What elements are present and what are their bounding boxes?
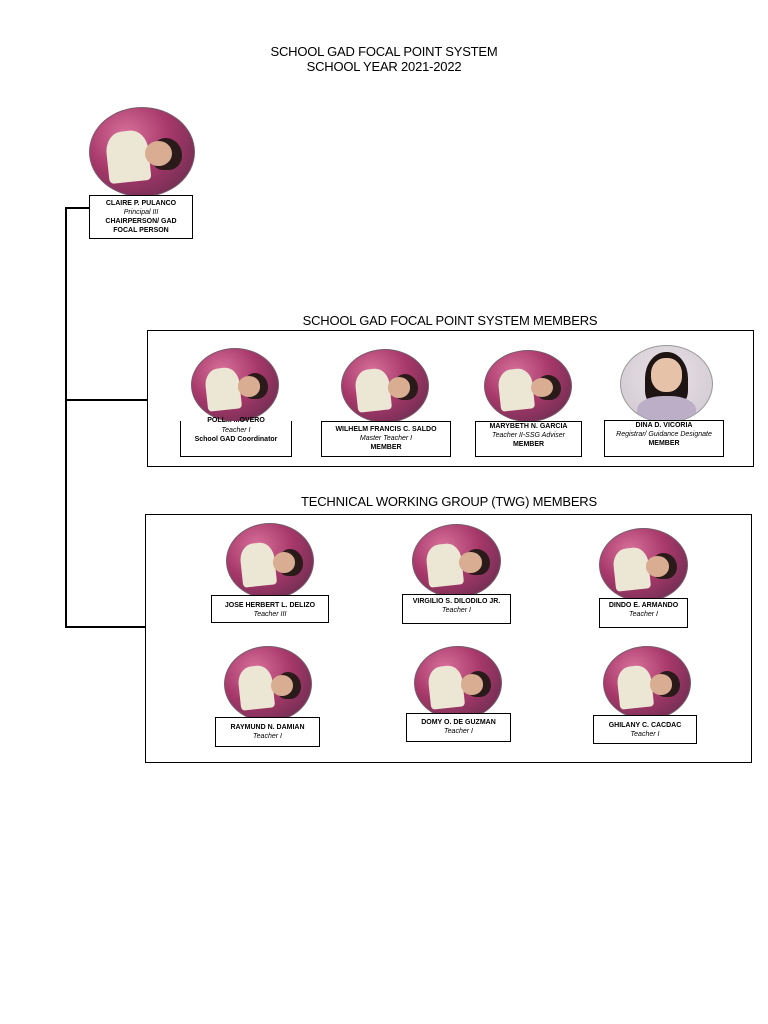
member-card-3: MARYBETH N. GARCIA Teacher II-SSG Advise… [475,421,582,457]
member-1-name: POLL... ...OVERO [207,417,265,424]
twg-frame [145,514,752,763]
member-photo-2 [341,349,429,423]
head-role-line1: CHAIRPERSON/ GAD [105,218,177,225]
head-name: CLAIRE P. PULANCO [105,200,177,207]
connector-vertical [65,207,67,628]
chart-title-line1: SCHOOL GAD FOCAL POINT SYSTEM [270,44,498,59]
twg-5-position: Teacher I [444,728,473,735]
twg-card-1: JOSE HERBERT L. DELIZO Teacher III [211,595,329,623]
twg-card-2: VIRGILIO S. DILODILO JR. Teacher I [402,594,511,624]
twg-4-position: Teacher I [253,733,282,740]
member-3-position: Teacher II-SSG Adviser [491,432,565,439]
member-photo-4 [620,345,713,423]
twg-3-name: DINDO E. ARMANDO [608,602,679,609]
twg-6-name: GHILANY C. CACDAC [608,722,682,729]
member-2-role: MEMBER [370,444,402,451]
twg-photo-5 [414,646,502,720]
twg-3-position: Teacher I [629,611,658,618]
member-photo-3 [484,350,572,422]
member-2-position: Master Teacher I [359,435,413,442]
twg-1-name: JOSE HERBERT L. DELIZO [224,602,316,609]
chart-title-line2: SCHOOL YEAR 2021-2022 [306,59,462,74]
head-role-line2: FOCAL PERSON [113,227,169,234]
twg-card-5: DOMY O. DE GUZMAN Teacher I [406,713,511,742]
twg-card-3: DINDO E. ARMANDO Teacher I [599,598,688,628]
member-card-2: WILHELM FRANCIS C. SALDO Master Teacher … [321,421,451,457]
twg-5-name: DOMY O. DE GUZMAN [421,719,496,726]
twg-card-6: GHILANY C. CACDAC Teacher I [593,715,697,744]
member-2-name: WILHELM FRANCIS C. SALDO [335,426,437,433]
twg-6-position: Teacher I [630,731,660,738]
twg-1-position: Teacher III [253,611,287,618]
head-card: CLAIRE P. PULANCO Principal III CHAIRPER… [89,195,193,239]
twg-section-title: TECHNICAL WORKING GROUP (TWG) MEMBERS [301,494,597,509]
connector-twg [65,626,146,628]
member-4-position: Registrar/ Guidance Designate [616,431,712,438]
connector-head [65,207,90,209]
member-1-role: School GAD Coordinator [194,436,278,443]
member-3-name: MARYBETH N. GARCIA [489,423,568,430]
twg-photo-1 [226,523,314,599]
twg-photo-3 [599,528,688,602]
twg-photo-2 [412,524,501,598]
twg-card-4: RAYMUND N. DAMIAN Teacher I [215,717,320,747]
connector-members [65,399,147,401]
members-section-title: SCHOOL GAD FOCAL POINT SYSTEM MEMBERS [302,313,598,328]
member-card-4: DINA D. VICORIA Registrar/ Guidance Desi… [604,420,724,457]
twg-4-name: RAYMUND N. DAMIAN [230,724,305,731]
twg-2-position: Teacher I [442,607,471,614]
twg-2-name: VIRGILIO S. DILODILO JR. [412,598,501,605]
members-frame [147,330,754,467]
twg-photo-6 [603,646,691,720]
member-3-role: MEMBER [512,441,545,448]
member-4-role: MEMBER [648,440,680,447]
member-card-1: Teacher I School GAD Coordinator [180,421,292,457]
member-4-name: DINA D. VICORIA [635,422,693,429]
twg-photo-4 [224,646,312,722]
head-photo [89,107,195,197]
member-1-position: Teacher I [221,427,251,434]
member-photo-1 [191,348,279,422]
head-position: Principal III [123,209,159,216]
